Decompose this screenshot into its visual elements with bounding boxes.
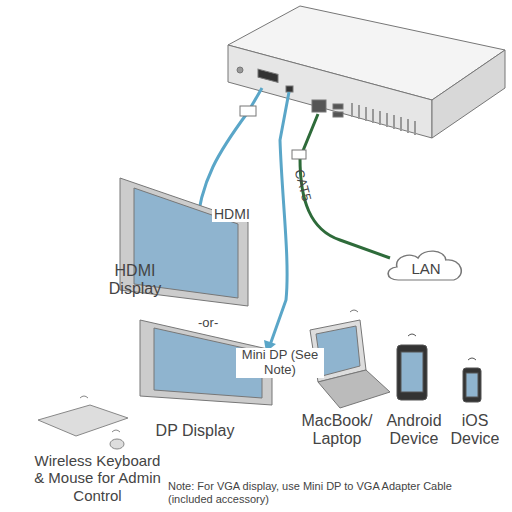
vent-slot — [400, 117, 402, 131]
device-name: DP Display — [150, 422, 240, 440]
vent-slot — [393, 115, 395, 129]
keyboard-mouse — [38, 396, 128, 449]
cable-label: Mini DP (See Note) — [236, 348, 324, 378]
device-label: Android Device — [378, 412, 450, 449]
media-player-box — [228, 6, 505, 138]
android-tablet — [397, 334, 427, 400]
or-label: -or- — [196, 316, 220, 331]
device-label: Wireless Keyboard & Mouse for Admin Cont… — [30, 452, 165, 504]
device-label: iOS Device — [446, 412, 504, 449]
vent-slot — [386, 113, 388, 127]
cable-label: CAT5 — [290, 166, 314, 205]
device-name: HDMI Display — [90, 262, 180, 299]
device-label: HDMI Display — [90, 262, 180, 299]
cable-label: HDMI — [212, 206, 252, 222]
vent-slot — [365, 107, 367, 121]
cables — [190, 88, 390, 352]
vent-slot — [379, 111, 381, 125]
vent-slot — [358, 105, 360, 119]
device-name: MacBook/ Laptop — [292, 412, 382, 449]
vent-slot — [407, 119, 409, 133]
device-label: DP Display — [150, 422, 240, 440]
vent-slots — [352, 103, 415, 135]
network-cloud: LAN — [385, 246, 467, 286]
vent-slot — [372, 109, 374, 123]
network-name: LAN — [385, 246, 467, 277]
vent-slot — [351, 103, 353, 117]
device-label: MacBook/ Laptop — [292, 412, 382, 449]
vent-slot — [414, 121, 416, 135]
device-name: Wireless Keyboard & Mouse for Admin Cont… — [30, 452, 165, 504]
device-name: Android Device — [378, 412, 450, 449]
note-text: Note: For VGA display, use Mini DP to VG… — [166, 480, 460, 505]
ios-phone — [463, 358, 481, 402]
device-name: iOS Device — [446, 412, 504, 449]
